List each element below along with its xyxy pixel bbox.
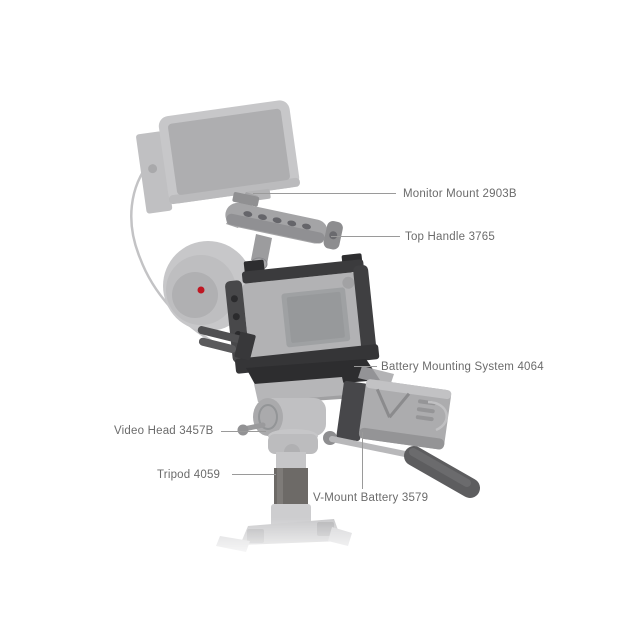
cage-cold-shoe-left <box>243 259 265 274</box>
rod-clamp-block <box>234 331 256 361</box>
video-head-bowl <box>268 434 318 454</box>
monitor <box>136 100 300 214</box>
tripod-fade <box>185 518 395 578</box>
v-mount-plate <box>336 380 368 441</box>
top-handle-riser <box>251 234 272 264</box>
battery-bottom-shade <box>358 427 445 450</box>
lens-red-badge <box>197 286 205 294</box>
rod <box>197 326 243 344</box>
tripod-column-highlight <box>277 468 283 506</box>
battery-cable <box>427 400 448 432</box>
top-handle-hole <box>272 217 282 224</box>
battery-vent <box>415 415 434 422</box>
monitor-bottom-edge <box>169 177 300 205</box>
cage-right-rail <box>353 265 377 352</box>
tripod-neck <box>276 452 306 470</box>
top-handle <box>225 192 343 250</box>
video-head-side-ring <box>258 404 278 430</box>
cage-rail-hole <box>232 313 240 321</box>
battery-arm <box>358 366 394 386</box>
pan-bar <box>323 431 480 498</box>
cage-top-bar <box>241 259 364 284</box>
tripod <box>185 452 395 578</box>
callout-label-battery-mounting-system: Battery Mounting System 4064 <box>381 361 544 373</box>
lens-front <box>172 272 218 318</box>
camera-assembly <box>225 253 380 374</box>
callout-label-tripod: Tripod 4059 <box>157 469 221 481</box>
top-handle-hole <box>302 223 311 230</box>
monitor-cable-connector <box>148 164 158 174</box>
battery-v-groove <box>375 388 411 419</box>
top-handle-hole <box>287 220 297 227</box>
monitor-screen <box>168 108 290 195</box>
pan-bar-rod <box>329 436 413 458</box>
battery-top-face <box>365 379 452 400</box>
callout-label-top-handle: Top Handle 3765 <box>405 231 495 243</box>
video-head-knob-ball <box>237 424 249 436</box>
video-head <box>237 377 346 460</box>
top-handle-cold-shoe <box>232 192 260 207</box>
camera-screen-inner <box>286 291 345 343</box>
battery-vent <box>418 399 436 406</box>
top-handle-hole <box>258 214 267 221</box>
camera-dial <box>342 276 355 289</box>
video-head-platform <box>254 377 346 402</box>
top-handle-grip-shade <box>226 213 325 244</box>
battery-vent <box>416 407 435 414</box>
rod-clamp <box>197 326 256 361</box>
top-handle-hole <box>243 211 253 217</box>
leader-lines <box>221 193 400 489</box>
pan-bar-grip-highlight <box>409 448 471 487</box>
callout-label-v-mount-battery: V-Mount Battery 3579 <box>313 492 429 504</box>
top-handle-end-hole <box>329 231 338 240</box>
callout-label-monitor-mount: Monitor Mount 2903B <box>403 188 517 200</box>
rod <box>198 337 237 353</box>
v-mount-battery <box>336 379 452 450</box>
callout-label-video-head: Video Head 3457B <box>114 425 214 437</box>
cage-rail-hole <box>230 295 238 303</box>
